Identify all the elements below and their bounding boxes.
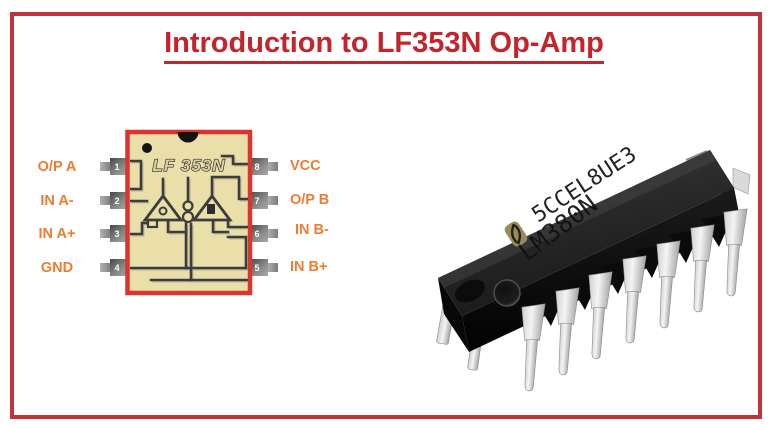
chip-notch-icon — [454, 279, 486, 303]
pin1-indicator-dot-icon — [142, 143, 152, 153]
label-vcc: VCC — [290, 158, 321, 174]
pin-8-number: 8 — [254, 162, 259, 172]
chip-top-face — [438, 150, 734, 316]
right-pin-labels: VCC O/P B IN B- IN B+ — [290, 158, 329, 275]
label-in-a-minus: IN A- — [40, 193, 73, 209]
label-gnd: GND — [41, 260, 73, 276]
manufacturer-logo-icon — [504, 221, 528, 247]
die-traces — [130, 154, 248, 283]
pin-4: 4 — [100, 259, 129, 276]
pin-5-number: 5 — [254, 263, 259, 273]
surface-scratch — [685, 150, 708, 161]
pin-2: 2 — [100, 192, 129, 209]
pin-6-number: 6 — [254, 229, 259, 239]
pin-7-number: 7 — [254, 196, 259, 206]
chip-dimple-icon — [493, 279, 521, 307]
title-row: Introduction to LF353N Op-Amp — [0, 27, 768, 64]
pin-5: 5 — [249, 259, 278, 276]
dip8-left-pins: 1 2 3 4 — [100, 158, 129, 276]
pin-3: 3 — [100, 225, 129, 242]
pin-2-number: 2 — [114, 196, 119, 206]
top-edge-highlight — [438, 150, 716, 288]
pin-1-number: 1 — [114, 162, 119, 172]
label-op-b: O/P B — [290, 192, 329, 208]
pin-3-number: 3 — [114, 229, 119, 239]
chip-left-face — [438, 278, 469, 352]
label-in-a-plus: IN A+ — [39, 226, 76, 242]
pin-8: 8 — [249, 158, 278, 175]
pin-1: 1 — [100, 158, 129, 175]
orientation-notch-icon — [177, 132, 199, 143]
pin-7: 7 — [249, 192, 278, 209]
pin-6: 6 — [249, 225, 278, 242]
pin-4-number: 4 — [114, 263, 119, 273]
chip-part-label: LF 353N — [152, 156, 225, 175]
label-in-b-plus: IN B+ — [290, 259, 327, 275]
page-title: Introduction to LF353N Op-Amp — [164, 27, 604, 64]
dip8-right-pins: 8 7 6 5 — [249, 158, 278, 276]
label-op-a: O/P A — [38, 159, 77, 175]
label-in-b-minus: IN B- — [295, 222, 329, 238]
left-pin-labels: O/P A IN A- IN A+ GND — [38, 159, 77, 276]
